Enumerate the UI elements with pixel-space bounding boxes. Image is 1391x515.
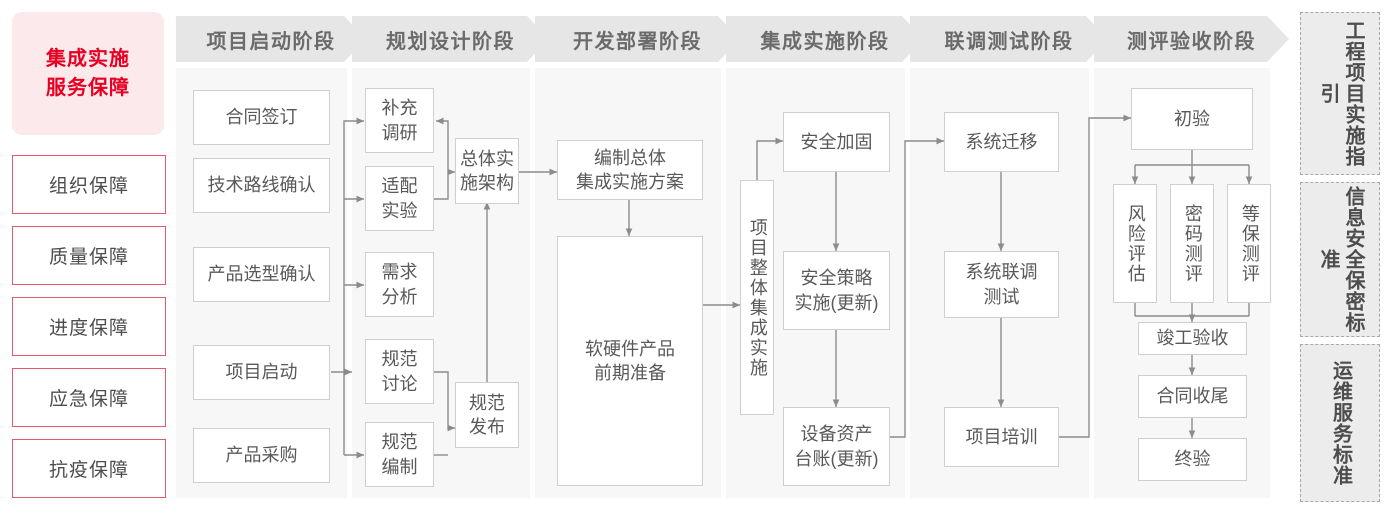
standard-label: 信息安全保密标准	[1317, 186, 1364, 333]
guarantee-hero: 集成实施 服务保障	[12, 12, 164, 135]
guarantee-hero-line2: 服务保障	[46, 76, 130, 99]
node-final-acceptance[interactable]: 终验	[1138, 438, 1247, 481]
node-security-policy-implementation[interactable]: 安全策略 实施(更新)	[783, 251, 890, 330]
sidebar-item-emergency[interactable]: 应急保障	[12, 368, 166, 427]
standard-engineering-project-guideline[interactable]: 工程项目实施指引	[1300, 12, 1380, 175]
node-line-1: 安全策略	[800, 268, 873, 289]
standard-label: 工程项目实施指引	[1317, 20, 1364, 167]
node-overall-implementation-architecture[interactable]: 总体实 施架构	[455, 138, 519, 204]
phase-header-initiation[interactable]: 项目启动阶段	[176, 16, 366, 62]
node-standard-discussion[interactable]: 规范 讨论	[365, 339, 434, 404]
node-line-1: 规范	[381, 349, 418, 370]
node-line-1: 规范	[469, 392, 505, 413]
node-line-2: 调研	[381, 122, 418, 143]
node-contract-closeout[interactable]: 合同收尾	[1138, 375, 1247, 418]
phase-header-development[interactable]: 开发部署阶段	[535, 16, 740, 62]
node-line-2: 集成实施方案	[576, 172, 684, 192]
node-overall-integration-plan[interactable]: 编制总体 集成实施方案	[557, 140, 703, 200]
sidebar-item-quality[interactable]: 质量保障	[12, 226, 166, 285]
node-line-1: 适配	[381, 176, 418, 197]
node-line-2: 实验	[381, 200, 418, 221]
node-line-2: 编制	[381, 456, 418, 477]
node-classified-protection-evaluation[interactable]: 等保测评	[1227, 184, 1271, 303]
node-standard-drafting[interactable]: 规范 编制	[365, 422, 434, 487]
sidebar-item-schedule[interactable]: 进度保障	[12, 297, 166, 356]
node-project-training[interactable]: 项目培训	[944, 407, 1059, 467]
node-product-selection-confirm[interactable]: 产品选型确认	[193, 247, 330, 302]
node-line-2: 台账(更新)	[794, 448, 879, 469]
node-line-2: 测试	[983, 286, 1020, 307]
standard-operations-service[interactable]: 运维服务标准	[1300, 344, 1380, 502]
node-cryptography-evaluation[interactable]: 密码测评	[1170, 184, 1214, 303]
guarantee-hero-line1: 集成实施	[46, 47, 130, 70]
phase-header-planning[interactable]: 规划设计阶段	[352, 16, 549, 62]
node-asset-ledger-update[interactable]: 设备资产 台账(更新)	[783, 407, 890, 486]
node-line-1: 设备资产	[800, 424, 873, 445]
node-line-1: 补充	[381, 98, 418, 119]
node-line-2: 发布	[469, 417, 505, 437]
node-line-1: 规范	[381, 432, 418, 453]
phase-header-integration[interactable]: 集成实施阶段	[726, 16, 924, 62]
node-system-migration[interactable]: 系统迁移	[944, 112, 1059, 172]
node-preliminary-acceptance[interactable]: 初验	[1131, 88, 1253, 150]
node-contract-signing[interactable]: 合同签订	[193, 90, 330, 145]
node-standard-release[interactable]: 规范 发布	[455, 382, 519, 448]
node-system-joint-test[interactable]: 系统联调 测试	[944, 251, 1059, 318]
node-requirement-analysis[interactable]: 需求 分析	[365, 252, 434, 317]
node-line-1: 系统联调	[965, 262, 1038, 283]
node-tech-route-confirm[interactable]: 技术路线确认	[193, 158, 330, 213]
node-line-2: 前期准备	[594, 363, 666, 383]
node-completion-acceptance[interactable]: 竣工验收	[1138, 322, 1247, 355]
node-risk-assessment[interactable]: 风险评估	[1113, 184, 1157, 303]
standard-label: 运维服务标准	[1329, 360, 1352, 486]
node-line-1: 总体实	[460, 148, 514, 169]
sidebar-item-epidemic[interactable]: 抗疫保障	[12, 439, 166, 498]
node-line-2: 施架构	[460, 173, 514, 193]
node-line-2: 分析	[381, 286, 418, 307]
node-line-2: 讨论	[381, 373, 418, 394]
phase-header-joint-test[interactable]: 联调测试阶段	[910, 16, 1108, 62]
node-line-2: 实施(更新)	[794, 292, 879, 313]
node-security-hardening[interactable]: 安全加固	[783, 112, 890, 172]
node-supplementary-research[interactable]: 补充 调研	[365, 88, 434, 153]
node-project-kickoff[interactable]: 项目启动	[193, 345, 330, 400]
node-product-procurement[interactable]: 产品采购	[193, 428, 330, 483]
node-adaptation-experiment[interactable]: 适配 实验	[365, 166, 434, 231]
sidebar-item-organization[interactable]: 组织保障	[12, 155, 166, 214]
phase-header-acceptance[interactable]: 测评验收阶段	[1094, 16, 1289, 62]
standard-information-security-confidentiality[interactable]: 信息安全保密标准	[1300, 182, 1380, 337]
node-line-1: 软硬件产品	[585, 338, 675, 359]
node-hw-sw-preparation[interactable]: 软硬件产品 前期准备	[557, 236, 703, 486]
node-overall-project-integration[interactable]: 项目整体集成实施	[740, 180, 774, 415]
node-line-1: 编制总体	[594, 147, 666, 168]
node-line-1: 需求	[381, 262, 418, 283]
